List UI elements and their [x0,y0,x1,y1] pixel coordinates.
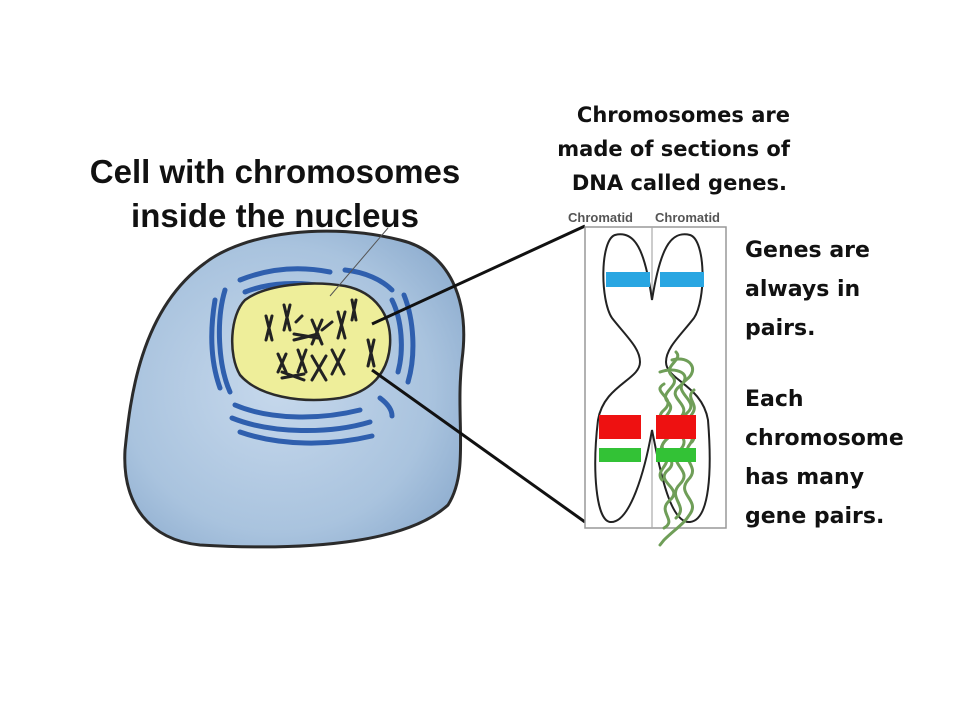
genes-note-line1: Genes are [745,238,870,263]
genes-note-line2: always in [745,277,861,302]
chromatid-label-left: Chromatid [568,210,633,225]
pairs-note-line4: gene pairs. [745,504,885,529]
pairs-note-line3: has many [745,465,865,490]
zoom-line-bottom [371,368,586,524]
gene-green-right [656,448,696,462]
pairs-note-line1: Each [745,387,804,412]
gene-red-right [656,415,696,439]
nucleus [231,282,392,402]
chromosome-note-line2: made of sections of [557,137,790,161]
endoplasmic-reticulum [209,266,416,446]
cell-title-line1: Cell with chromosomes [89,153,461,190]
zoom-line-top [371,224,586,326]
genes-note: Genes are always in pairs. [745,231,870,348]
chromosome-note-line1: Chromosomes are [576,103,790,127]
genes-note-line3: pairs. [745,316,816,341]
gene-blue-left [606,272,650,287]
chromatid-label-right: Chromatid [655,210,720,225]
chromosome-note-line3: DNA called genes. [571,171,787,195]
pairs-note: Each chromosome has many gene pairs. [745,380,904,536]
cell-title: Cell with chromosomes inside the nucleus [40,150,510,238]
pairs-note-line2: chromosome [745,426,904,451]
cell-title-line2: inside the nucleus [131,197,419,234]
gene-green-left [599,448,641,462]
title-pointer-line [329,227,389,297]
gene-blue-right [660,272,704,287]
nucleus-chromosomes [264,298,376,382]
gene-red-left [599,415,641,439]
chromosome-note: Chromosomes are made of sections of DNA … [520,98,790,200]
